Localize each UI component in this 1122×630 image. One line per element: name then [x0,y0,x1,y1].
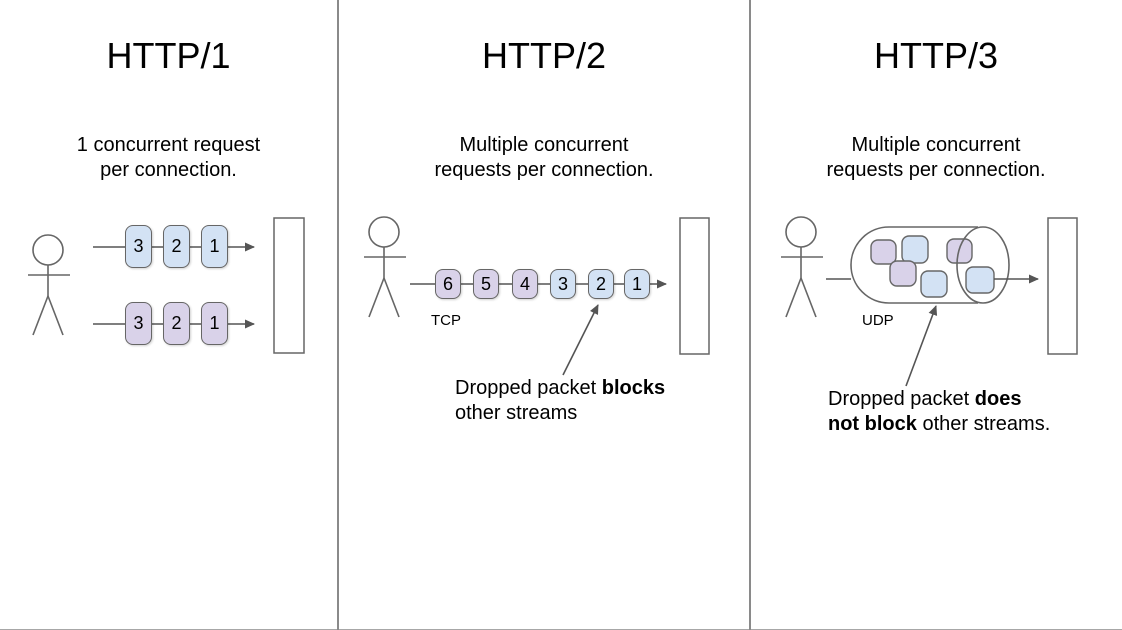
packet-box: 3 [550,269,576,299]
packet-box: 3 [125,302,152,345]
annotation-bold-text: does not block [828,388,1022,435]
packet-box: 1 [201,302,228,345]
column-divider [749,0,751,630]
annotation-http2: Dropped packet blocks other streams [455,376,705,426]
packet-box: 1 [201,225,228,268]
packet-box: 2 [588,269,614,299]
packet-box: 4 [512,269,538,299]
packet-box: 3 [125,225,152,268]
subtitle-http1: 1 concurrent request per connection. [76,134,261,181]
annotation-bold-text: blocks [601,377,666,399]
annotation-text: other streams. [916,413,1051,435]
packet-box: 5 [473,269,499,299]
annotation-text: Dropped packet [828,388,975,410]
annotation-text: other streams [455,402,578,424]
subtitle-http3: Multiple concurrent requests per connect… [826,134,1046,181]
column-divider [337,0,339,630]
udp-label: UDP [862,312,894,329]
page-title-http1: HTTP/1 [106,35,231,76]
column-http2: HTTP/2 Multiple concurrent requests per … [338,0,750,630]
tcp-label: TCP [431,312,461,329]
packet-box: 1 [624,269,650,299]
packet-box: 2 [163,225,190,268]
annotation-text: Dropped packet [455,377,602,399]
column-http1: HTTP/1 1 concurrent request per connecti… [0,0,337,630]
annotation-http3: Dropped packet does not block other stre… [828,387,1088,437]
page-title-http3: HTTP/3 [873,35,998,76]
page-title-http2: HTTP/2 [481,35,606,76]
subtitle-http2: Multiple concurrent requests per connect… [434,134,654,181]
packet-box: 2 [163,302,190,345]
column-http3: HTTP/3 Multiple concurrent requests per … [750,0,1122,630]
packet-box: 6 [435,269,461,299]
